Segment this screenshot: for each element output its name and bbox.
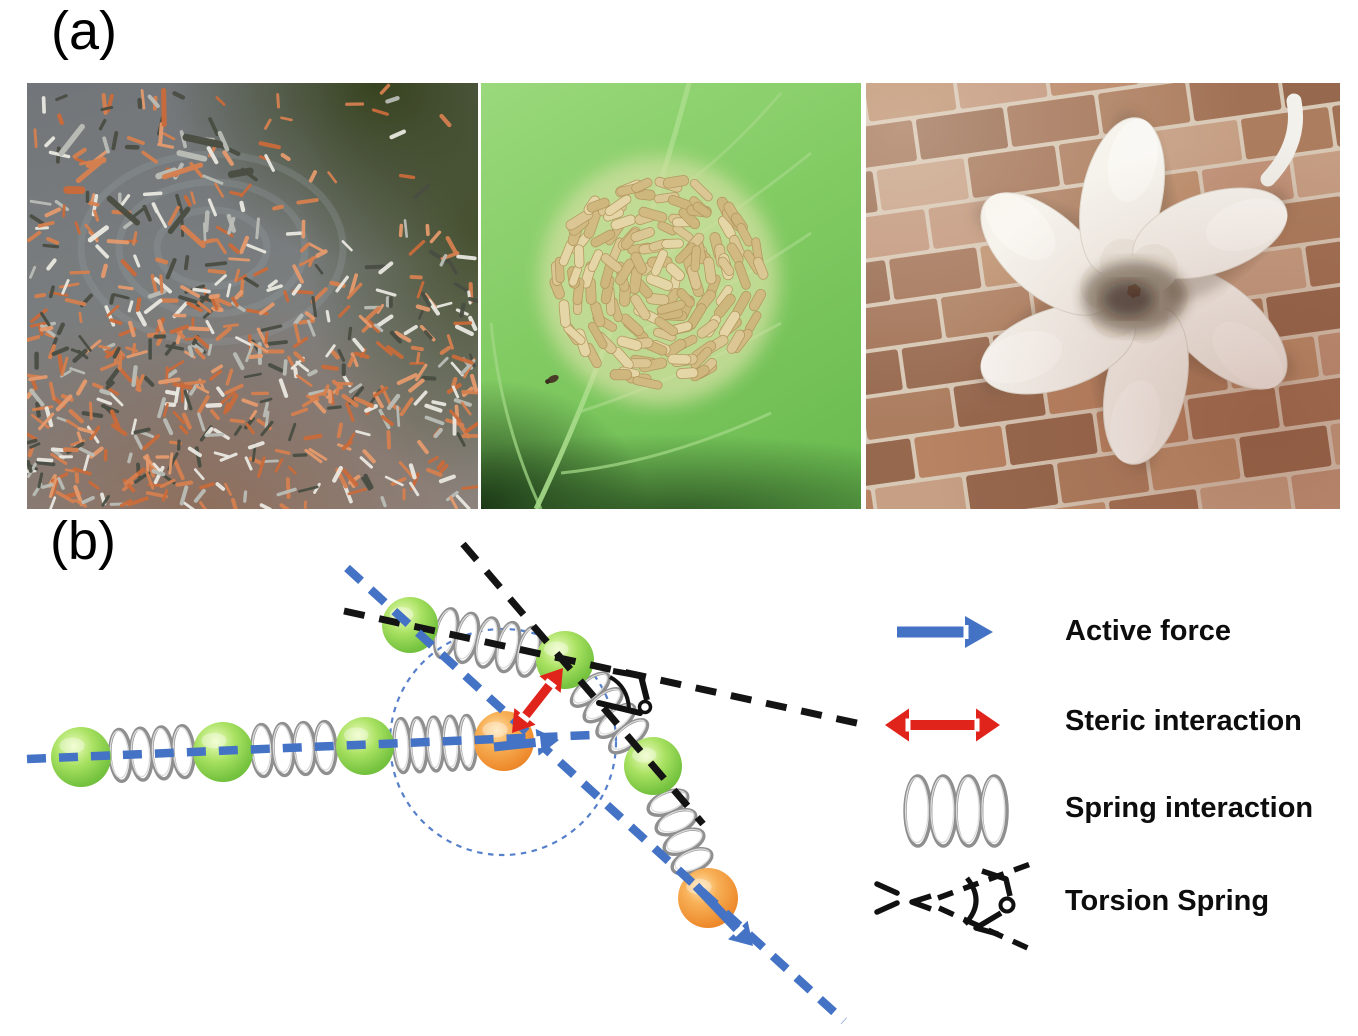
legend-label-spring-interaction: Spring interaction	[1065, 792, 1314, 824]
worm2-heading-dashed-line	[344, 564, 847, 1025]
torsion-icon-upper-ray	[937, 859, 1037, 901]
photo-puppy-mill	[866, 83, 1340, 509]
worm2-active-force-arrow	[692, 882, 753, 947]
photo-fish-school	[27, 83, 478, 509]
legend-label-steric-interaction: Steric interaction	[1065, 705, 1302, 737]
torsion-spring-glyph	[596, 668, 653, 716]
larvae-cluster	[549, 175, 769, 390]
worm1-spring	[392, 713, 478, 775]
puppy-circle	[972, 110, 1296, 472]
spring-interaction-coil-icon	[903, 774, 1009, 848]
steric-interaction-arrow	[511, 668, 563, 733]
legend-label-torsion-spring: Torsion Spring	[1065, 885, 1270, 917]
puppy-mill-image	[866, 83, 1340, 509]
larvae-mill-image	[489, 83, 812, 509]
bond-direction-dashed-line	[460, 541, 706, 827]
legend-label-active-force: Active force	[1065, 615, 1232, 647]
panel-a-label: (a)	[51, 1, 117, 61]
worm1-active-force-arrow	[493, 728, 559, 756]
panel-b-label: (b)	[50, 511, 116, 571]
center-shadow-dark	[1102, 281, 1154, 317]
bead-spring-model-schematic	[26, 541, 1037, 1025]
active-force-arrow-icon	[897, 616, 993, 648]
fish-marks	[27, 83, 478, 509]
fish-school-image	[27, 83, 478, 509]
torsion-icon-lower-ray	[937, 905, 1032, 952]
steric-interaction-arrow-icon	[885, 708, 1000, 742]
green-bead	[51, 727, 111, 787]
worm2-spring	[646, 788, 714, 876]
fly-on-leaf	[545, 375, 559, 384]
bond-direction-dashed-line	[343, 607, 862, 728]
worm1-spring	[108, 723, 196, 784]
photo-larvae-mill	[481, 83, 861, 509]
puppy-tail	[1260, 93, 1304, 187]
